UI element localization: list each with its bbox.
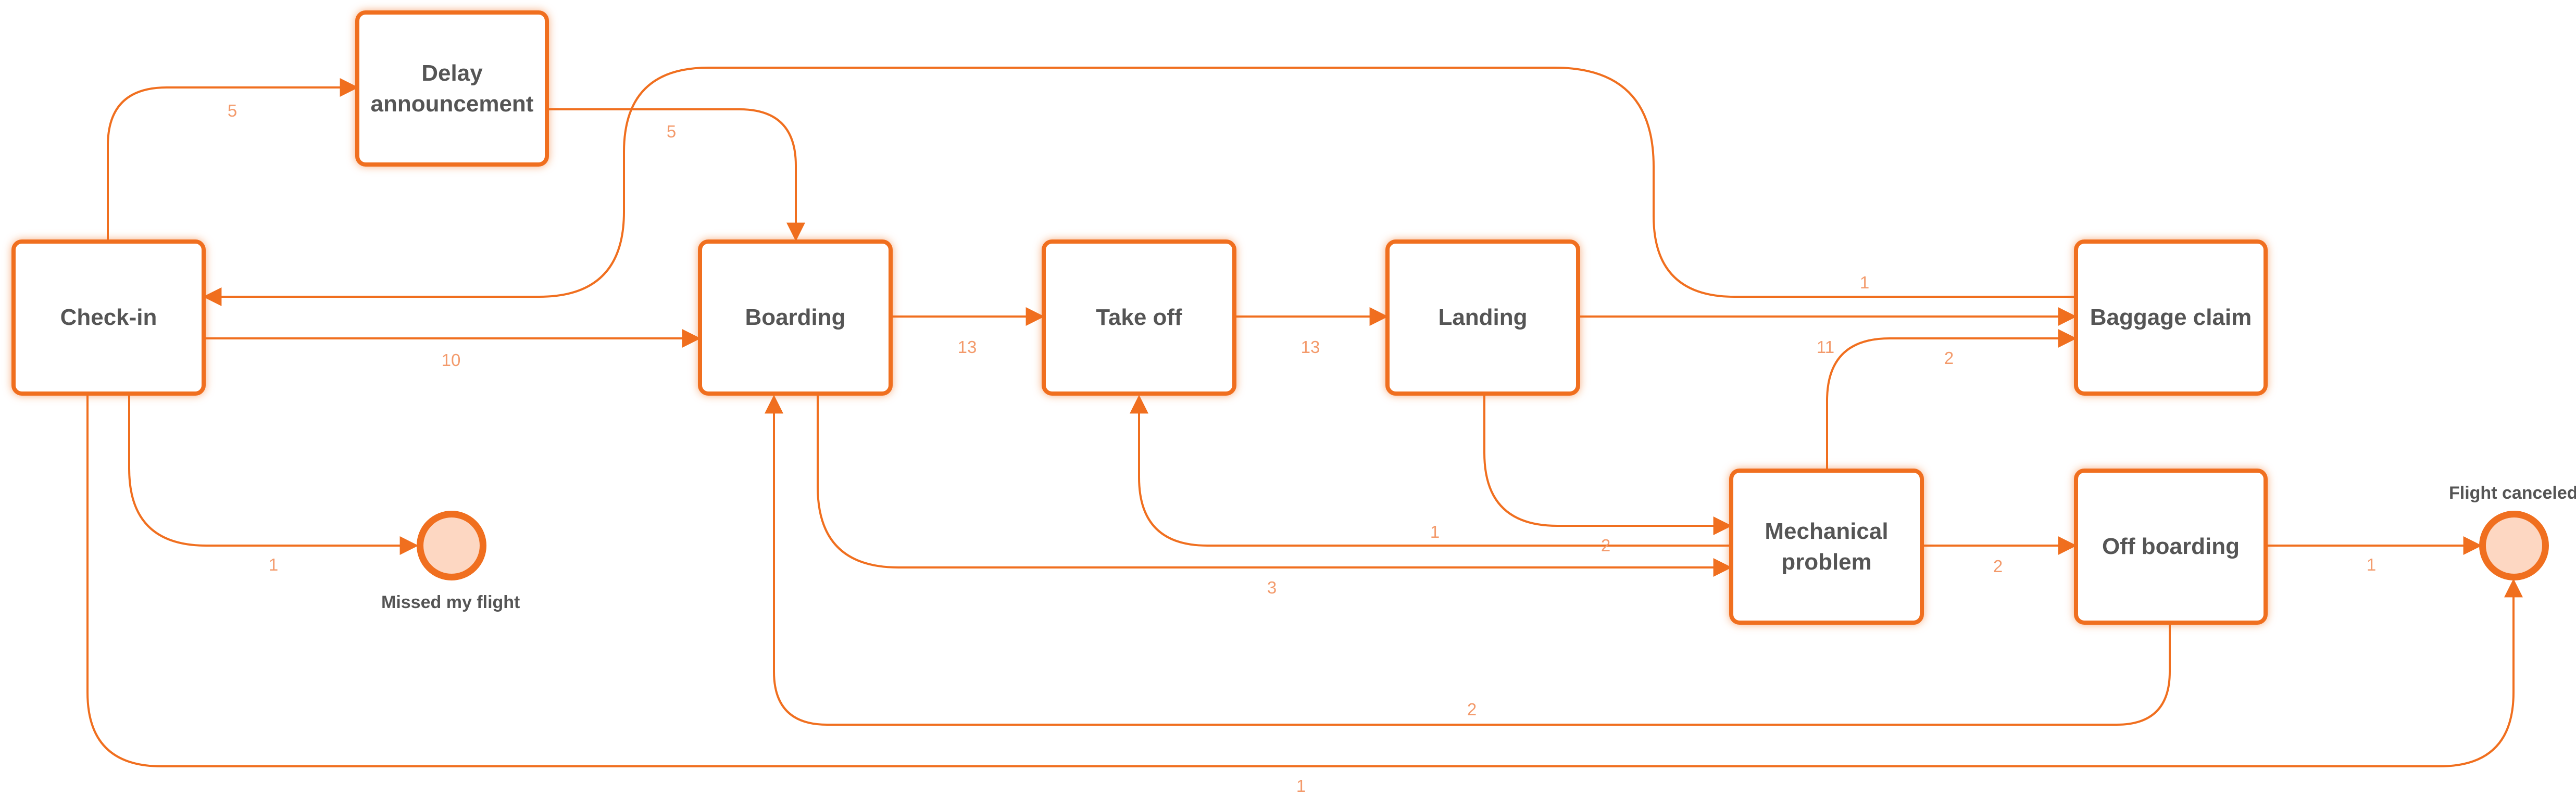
node-boarding[interactable]: Boarding bbox=[698, 239, 893, 396]
edge-mechanical-to-baggage[interactable] bbox=[1826, 329, 2077, 470]
edge-mechanical-to-takeoff[interactable] bbox=[1130, 395, 1730, 547]
edge-count-label: 11 bbox=[1816, 337, 1835, 357]
node-landing[interactable]: Landing bbox=[1385, 239, 1580, 396]
edge-count-label: 2 bbox=[1944, 348, 1954, 368]
node-label: Take off bbox=[1096, 305, 1182, 331]
node-label: Landing bbox=[1438, 305, 1528, 331]
edge-checkin-to-missed[interactable] bbox=[128, 393, 419, 555]
edge-count-label: 2 bbox=[1993, 557, 2003, 576]
edge-count-label: 2 bbox=[1600, 536, 1611, 555]
edge-count-label: 1 bbox=[1430, 522, 1440, 541]
edge-count-label: 1 bbox=[268, 555, 279, 574]
node-label: Mechanical problem bbox=[1765, 518, 1889, 575]
node-label: Off boarding bbox=[2102, 534, 2240, 560]
edge-boarding-to-mechanical[interactable] bbox=[817, 393, 1732, 577]
end-state-label-missed: Missed my flight bbox=[381, 592, 520, 612]
node-baggage-claim[interactable]: Baggage claim bbox=[2074, 239, 2268, 396]
edge-count-label: 10 bbox=[441, 350, 461, 370]
node-delay-announcement[interactable]: Delay announcement bbox=[355, 10, 549, 167]
edge-count-label: 3 bbox=[1267, 578, 1277, 597]
node-check-in[interactable]: Check-in bbox=[11, 239, 206, 396]
edge-count-label: 1 bbox=[1296, 776, 1306, 795]
edge-checkin-to-delay[interactable] bbox=[107, 78, 359, 239]
edge-count-label: 5 bbox=[227, 101, 237, 120]
edge-count-label: 2 bbox=[1467, 700, 1477, 719]
node-label: Boarding bbox=[745, 305, 846, 331]
end-state-missed-flight[interactable] bbox=[417, 511, 486, 580]
edge-checkin-to-canceled[interactable] bbox=[86, 393, 2523, 767]
edge-count-label: 5 bbox=[666, 122, 677, 141]
node-mechanical-problem[interactable]: Mechanical problem bbox=[1729, 469, 1924, 625]
edge-count-label: 1 bbox=[2366, 555, 2377, 574]
edge-landing-to-mechanical[interactable] bbox=[1483, 393, 1732, 535]
edge-offboarding-to-boarding[interactable] bbox=[765, 395, 2171, 726]
node-label: Baggage claim bbox=[2090, 305, 2252, 331]
node-take-off[interactable]: Take off bbox=[1042, 239, 1236, 396]
node-label: Check-in bbox=[60, 305, 157, 331]
node-off-boarding[interactable]: Off boarding bbox=[2074, 469, 2268, 625]
end-state-label-canceled: Flight canceled bbox=[2449, 483, 2576, 503]
edge-count-label: 1 bbox=[1859, 273, 1870, 292]
node-label: Delay announcement bbox=[370, 60, 534, 117]
end-state-flight-canceled[interactable] bbox=[2479, 511, 2549, 580]
edge-count-label: 13 bbox=[957, 337, 977, 357]
edge-baggage-to-checkin[interactable] bbox=[203, 67, 2075, 306]
edge-delay-to-boarding[interactable] bbox=[548, 108, 805, 242]
edge-count-label: 13 bbox=[1300, 337, 1320, 357]
